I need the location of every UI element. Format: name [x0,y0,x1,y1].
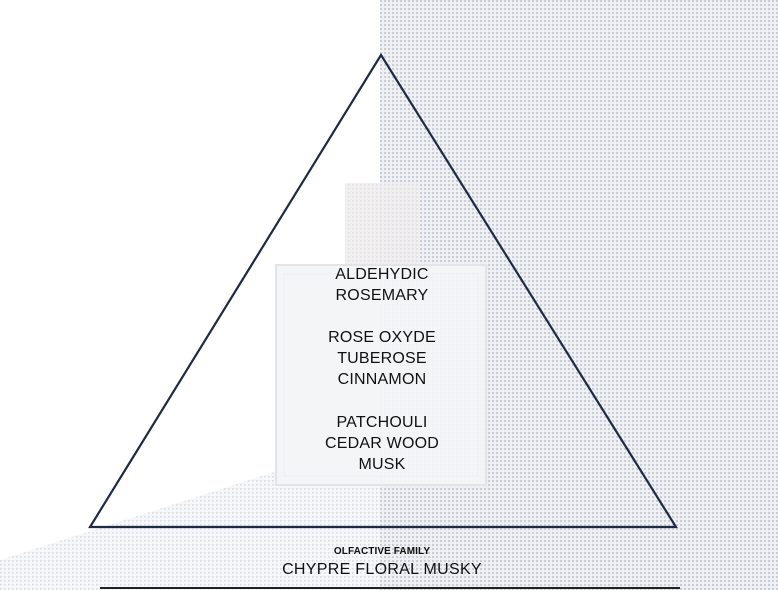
base-notes: PATCHOULI CEDAR WOOD MUSK [282,412,482,475]
pyramid-triangle [88,52,678,529]
note-rosemary: ROSEMARY [335,287,429,304]
note-aldehydic: ALDEHYDIC [335,266,429,283]
olfactive-family-value: CHYPRE FLORAL MUSKY [282,561,482,578]
top-notes: ALDEHYDIC ROSEMARY [282,264,482,306]
note-rose-oxyde: ROSE OXYDE [328,329,436,346]
note-patchouli: PATCHOULI [336,414,428,431]
bottom-divider [100,587,680,589]
note-cinnamon: CINNAMON [337,371,427,388]
note-musk: MUSK [358,456,406,473]
note-cedar-wood: CEDAR WOOD [325,435,439,452]
heart-notes: ROSE OXYDE TUBEROSE CINNAMON [282,327,482,390]
note-tuberose: TUBEROSE [337,350,427,367]
olfactive-family-label: OLFACTIVE FAMILY [333,546,431,557]
